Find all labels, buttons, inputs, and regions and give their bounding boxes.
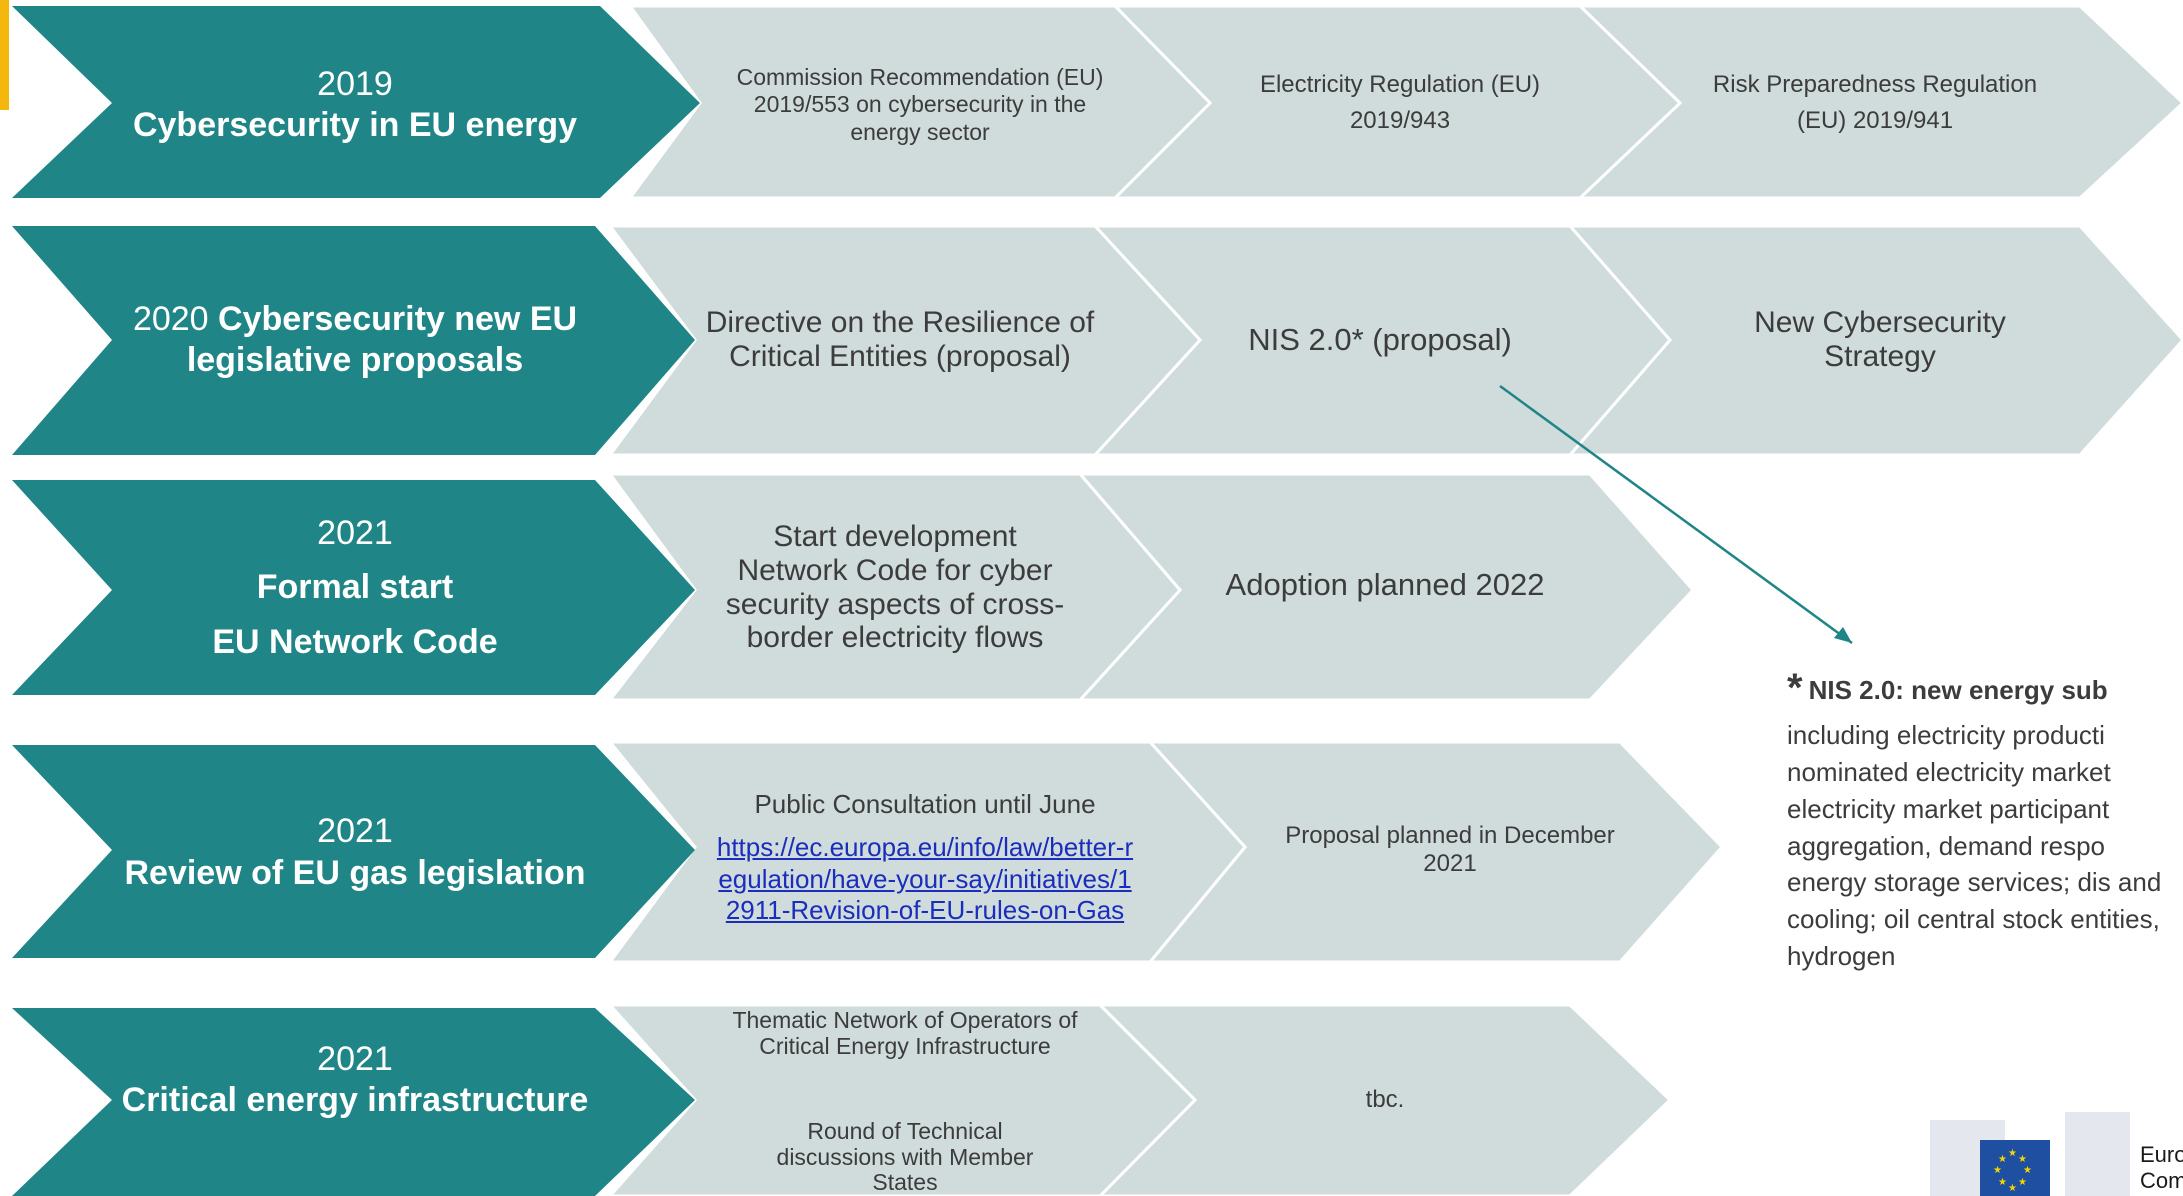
svg-text:★: ★ (1998, 1177, 2007, 1188)
eu-logo-text: Euro Com (2140, 1142, 2183, 1195)
row3-teal-chevron (12, 480, 695, 695)
accent-bar (0, 0, 9, 110)
row3-step1: Start development Network Code for cyber… (725, 519, 1065, 655)
eu-logo: ★ ★ ★ ★ ★ ★ ★ ★ (1930, 1112, 2130, 1196)
row2-title: Cybersecurity new EU legislative proposa… (186, 299, 578, 379)
row4-step1-chevron (606, 740, 1247, 964)
row4-title-block: 2021 Review of EU gas legislation (120, 775, 590, 930)
row2-teal-chevron (12, 226, 695, 455)
row2-step3: New Cybersecurity Strategy (1754, 305, 2006, 374)
row2-title-block: 2020 Cybersecurity new EU legislative pr… (120, 285, 590, 395)
svg-text:★: ★ (2023, 1165, 2032, 1176)
row4-step1: Public Consultation until June (754, 789, 1096, 820)
note-title: NIS 2.0: new energy sub (1808, 675, 2108, 705)
svg-text:★: ★ (2018, 1177, 2027, 1188)
note-star: * (1787, 666, 1803, 710)
svg-text:★: ★ (1998, 1154, 2007, 1165)
row1-year: 2019 (317, 64, 393, 103)
eu-logo-line1: Euro (2140, 1142, 2183, 1167)
row3-title: Formal start (256, 568, 454, 607)
row2-step2: NIS 2.0* (proposal) (1248, 321, 1512, 357)
row4-step1-block: Public Consultation until June https://e… (710, 765, 1140, 950)
consultation-link[interactable]: https://ec.europa.eu/info/law/better-reg… (716, 832, 1134, 925)
row5-title-block: 2021 Critical energy infrastructure (120, 1005, 590, 1155)
svg-text:★: ★ (2008, 1148, 2017, 1159)
row5-year: 2021 (317, 1039, 393, 1078)
note-body: including electricity producti nominated… (1787, 719, 2162, 972)
eu-flag-icon (1980, 1140, 2050, 1196)
row1-step2: Electricity Regulation (EU) 2019/943 (1259, 70, 1541, 134)
row5-step1b: Round of Technical discussions with Memb… (776, 1117, 1034, 1196)
row3-title2: EU Network Code (212, 622, 498, 661)
row2-step1: Directive on the Resilience of Critical … (705, 305, 1095, 374)
arrow-head-icon (1834, 627, 1852, 643)
row1-title: Cybersecurity in EU energy (132, 106, 578, 144)
row3-year: 2021 (317, 513, 393, 552)
row5-step1-block: Thematic Network of Operators of Critica… (700, 1007, 1110, 1196)
row5-teal-chevron (12, 1008, 695, 1196)
nis-connector-line (1499, 384, 1853, 645)
row1-step3: Risk Preparedness Regulation (EU) 2019/9… (1712, 70, 2038, 134)
row5-step1a: Thematic Network of Operators of Critica… (732, 1007, 1078, 1059)
row5-step2: tbc. (1365, 1085, 1405, 1113)
row3-step2: Adoption planned 2022 (1225, 566, 1545, 602)
row4-title: Review of EU gas legislation (124, 853, 586, 892)
row4-year: 2021 (317, 812, 393, 851)
svg-text:★: ★ (2018, 1154, 2027, 1165)
row1-teal-chevron (12, 6, 700, 198)
row4-teal-chevron (12, 745, 695, 958)
nis-note: *NIS 2.0: new energy sub including elect… (1787, 660, 2183, 975)
eu-logo-line2: Com (2140, 1168, 2183, 1194)
row1-title-block: 2019 Cybersecurity in EU energy (120, 30, 590, 180)
row2-year: 2020 (132, 299, 209, 338)
svg-text:★: ★ (2008, 1183, 2017, 1194)
row1-step1: Commission Recommendation (EU) 2019/553 … (736, 64, 1104, 145)
svg-text:★: ★ (1993, 1165, 2002, 1176)
row4-step2: Proposal planned in December 2021 (1285, 822, 1615, 877)
row3-title-block: 2021 Formal start EU Network Code (120, 505, 590, 670)
row5-title: Critical energy infrastructure (121, 1081, 589, 1119)
